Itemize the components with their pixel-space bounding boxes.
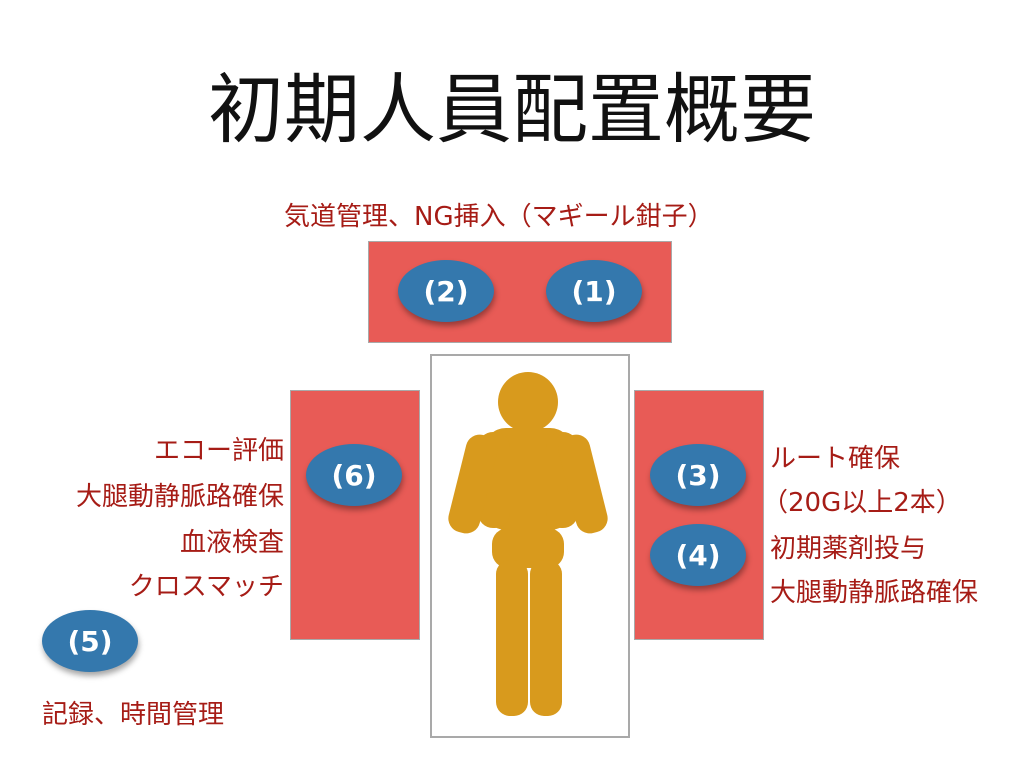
page-title: 初期人員配置概要: [208, 65, 816, 154]
left-label-echo: エコー評価: [153, 436, 284, 466]
staff-marker-2: (2): [398, 260, 494, 322]
staff-marker-1: (1): [546, 260, 642, 322]
staff-marker-5: (5): [42, 610, 138, 672]
patient-left-leg: [496, 560, 528, 716]
right-station: [634, 390, 764, 640]
staff-marker-4: (4): [650, 524, 746, 586]
right-label-initial-drugs: 初期薬剤投与: [770, 534, 927, 564]
patient-right-leg: [530, 560, 562, 716]
staff-marker-3: (3): [650, 444, 746, 506]
recorder-label: 記録、時間管理: [42, 700, 225, 730]
patient-right-arm: [558, 434, 608, 534]
patient-left-arm: [448, 434, 498, 534]
right-label-iv-route: ルート確保: [770, 444, 901, 474]
head-station-label: 気道管理、NG挿入（マギール鉗子）: [284, 202, 714, 232]
patient-head: [498, 372, 558, 432]
left-label-blood-test: 血液検査: [179, 528, 284, 558]
left-station: [290, 390, 420, 640]
patient-pelvis: [492, 528, 564, 568]
left-label-crossmatch: クロスマッチ: [128, 572, 284, 602]
patient-body: [448, 372, 608, 716]
left-label-femoral-access: 大腿動静脈路確保: [75, 482, 284, 512]
right-label-femoral-access: 大腿動静脈路確保: [770, 578, 979, 608]
right-label-iv-gauge: （20G以上2本）: [762, 488, 962, 518]
staff-marker-6: (6): [306, 444, 402, 506]
